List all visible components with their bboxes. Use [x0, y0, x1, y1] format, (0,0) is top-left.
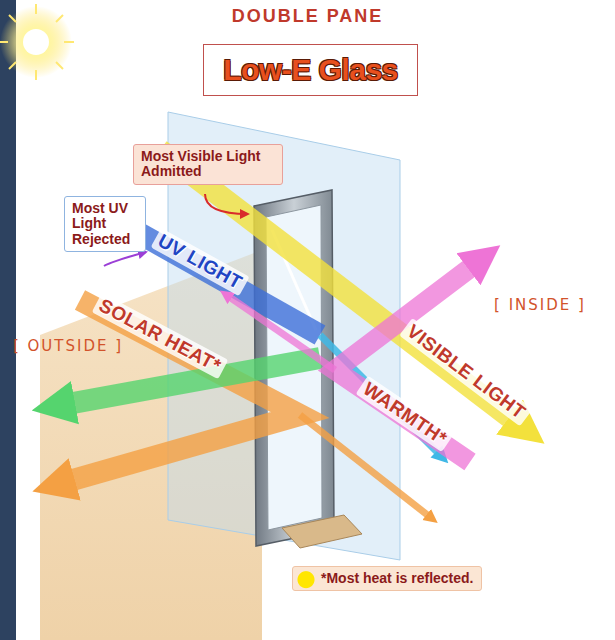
callout-box: Most Visible Light Admitted	[133, 144, 283, 185]
side-label: [ OUTSIDE ]	[13, 337, 123, 355]
sun-core	[23, 29, 49, 55]
energy-arrows	[62, 150, 520, 517]
diagram-title: DOUBLE PANE	[0, 6, 615, 27]
callout-box: Most UV Light Rejected	[64, 196, 146, 252]
box-text: *Most heat is reflected.	[321, 571, 474, 586]
title-box: Low-E Glass	[203, 44, 418, 96]
box-text: Most UV Light Rejected	[72, 201, 138, 247]
box-text: Most Visible Light Admitted	[141, 149, 275, 180]
side-label: [ INSIDE ]	[494, 296, 586, 314]
box-text: Low-E Glass	[214, 53, 407, 87]
warmth-pass	[228, 296, 335, 370]
window-sill	[282, 515, 362, 548]
panel	[16, 0, 615, 640]
sun-rays	[0, 4, 74, 80]
sun	[0, 6, 72, 78]
note-box: *Most heat is reflected.	[292, 566, 482, 591]
leader-line	[104, 252, 146, 266]
leader-line	[205, 194, 248, 214]
